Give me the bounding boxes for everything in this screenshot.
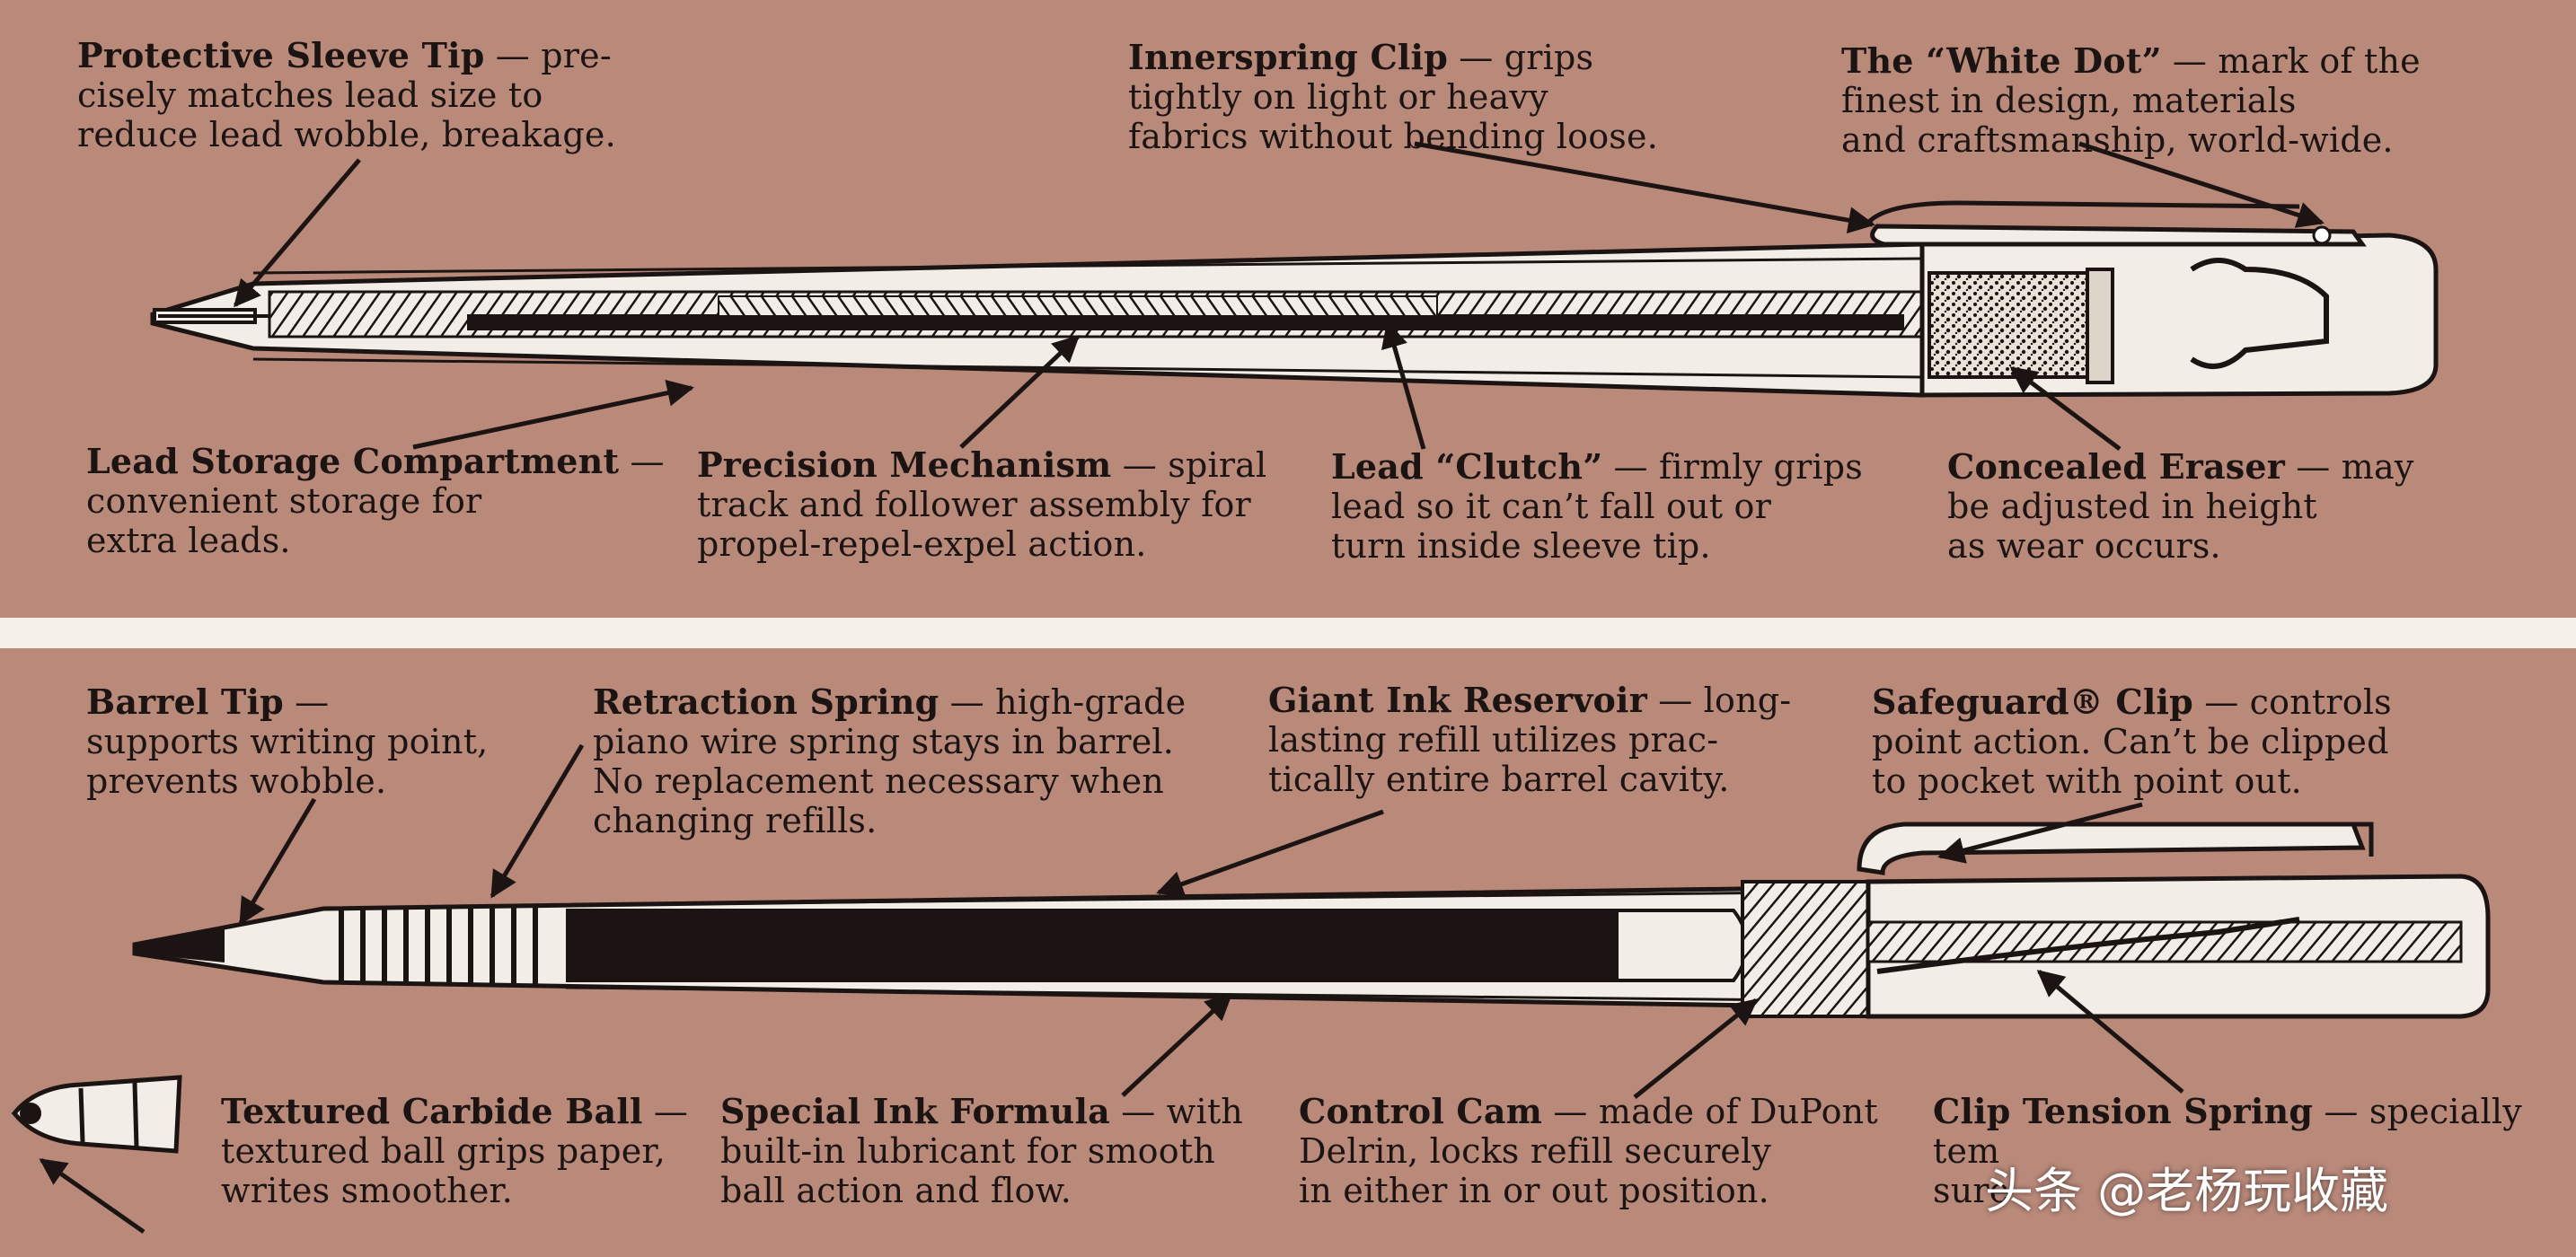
callout-lead-storage-compartment: Lead Storage Compartment — convenient st…	[86, 441, 665, 561]
panel-divider	[0, 618, 2576, 648]
callout-textured-carbide-ball: Textured Carbide Ball — textured ball gr…	[221, 1091, 689, 1211]
callout-title: Protective Sleeve Tip	[77, 35, 485, 75]
callout-innerspring-clip: Innerspring Clip — grips tightly on ligh…	[1128, 37, 1658, 157]
callout-safeguard-clip: Safeguard® Clip — controls point action.…	[1872, 681, 2392, 802]
lead-storage-tube	[467, 314, 1904, 330]
cap-spring	[2190, 258, 2329, 369]
callout-barrel-tip: Barrel Tip — supports writing point, pre…	[86, 681, 489, 802]
callout-clip-tension-spring: Clip Tension Spring — specially tem sure	[1933, 1091, 2522, 1211]
pen-panel: Barrel Tip — supports writing point, pre…	[0, 648, 2576, 1257]
carbide-ball-inset	[11, 1075, 182, 1154]
pencil-panel: Protective Sleeve Tip — pre- cisely matc…	[0, 0, 2576, 618]
pen-body	[132, 822, 2491, 1019]
callout-control-cam: Control Cam — made of DuPont Delrin, loc…	[1299, 1091, 1878, 1211]
callout-lead-clutch: Lead “Clutch” — firmly grips lead so it …	[1331, 446, 1864, 567]
pen-tip	[135, 927, 225, 963]
pencil-cutaway-illustration	[150, 141, 2439, 451]
callout-giant-ink-reservoir: Giant Ink Reservoir — long- lasting refi…	[1268, 680, 1792, 800]
callout-retraction-spring: Retraction Spring — high-grade piano wir…	[593, 681, 1187, 841]
callout-concealed-eraser: Concealed Eraser — may be adjusted in he…	[1947, 446, 2414, 567]
pencil-clip	[1870, 224, 2367, 247]
pen-cutaway-illustration	[11, 743, 2491, 1235]
safeguard-clip-part	[1857, 822, 2366, 875]
pencil-leader-lines	[234, 141, 2325, 451]
control-cam-part	[1741, 880, 1870, 1018]
retraction-spring-coils	[339, 904, 538, 988]
ink-reservoir	[566, 909, 1617, 982]
watermark-text: 头条 @老杨玩收藏	[1985, 1163, 2389, 1219]
pen-leader-lines	[39, 743, 2184, 1235]
clip-tension-spring-wire	[1876, 917, 2300, 974]
callout-protective-sleeve-tip: Protective Sleeve Tip — pre- cisely matc…	[77, 35, 616, 155]
callout-precision-mechanism: Precision Mechanism — spiral track and f…	[697, 444, 1267, 565]
follower-assembly	[718, 295, 1438, 317]
callout-special-ink-formula: Special Ink Formula — with built-in lubr…	[720, 1091, 1243, 1211]
callout-white-dot: The “White Dot” — mark of the finest in …	[1841, 40, 2421, 161]
white-dot-mark	[2312, 225, 2332, 245]
pencil-body	[150, 200, 2439, 398]
eraser-block	[1928, 271, 2089, 379]
